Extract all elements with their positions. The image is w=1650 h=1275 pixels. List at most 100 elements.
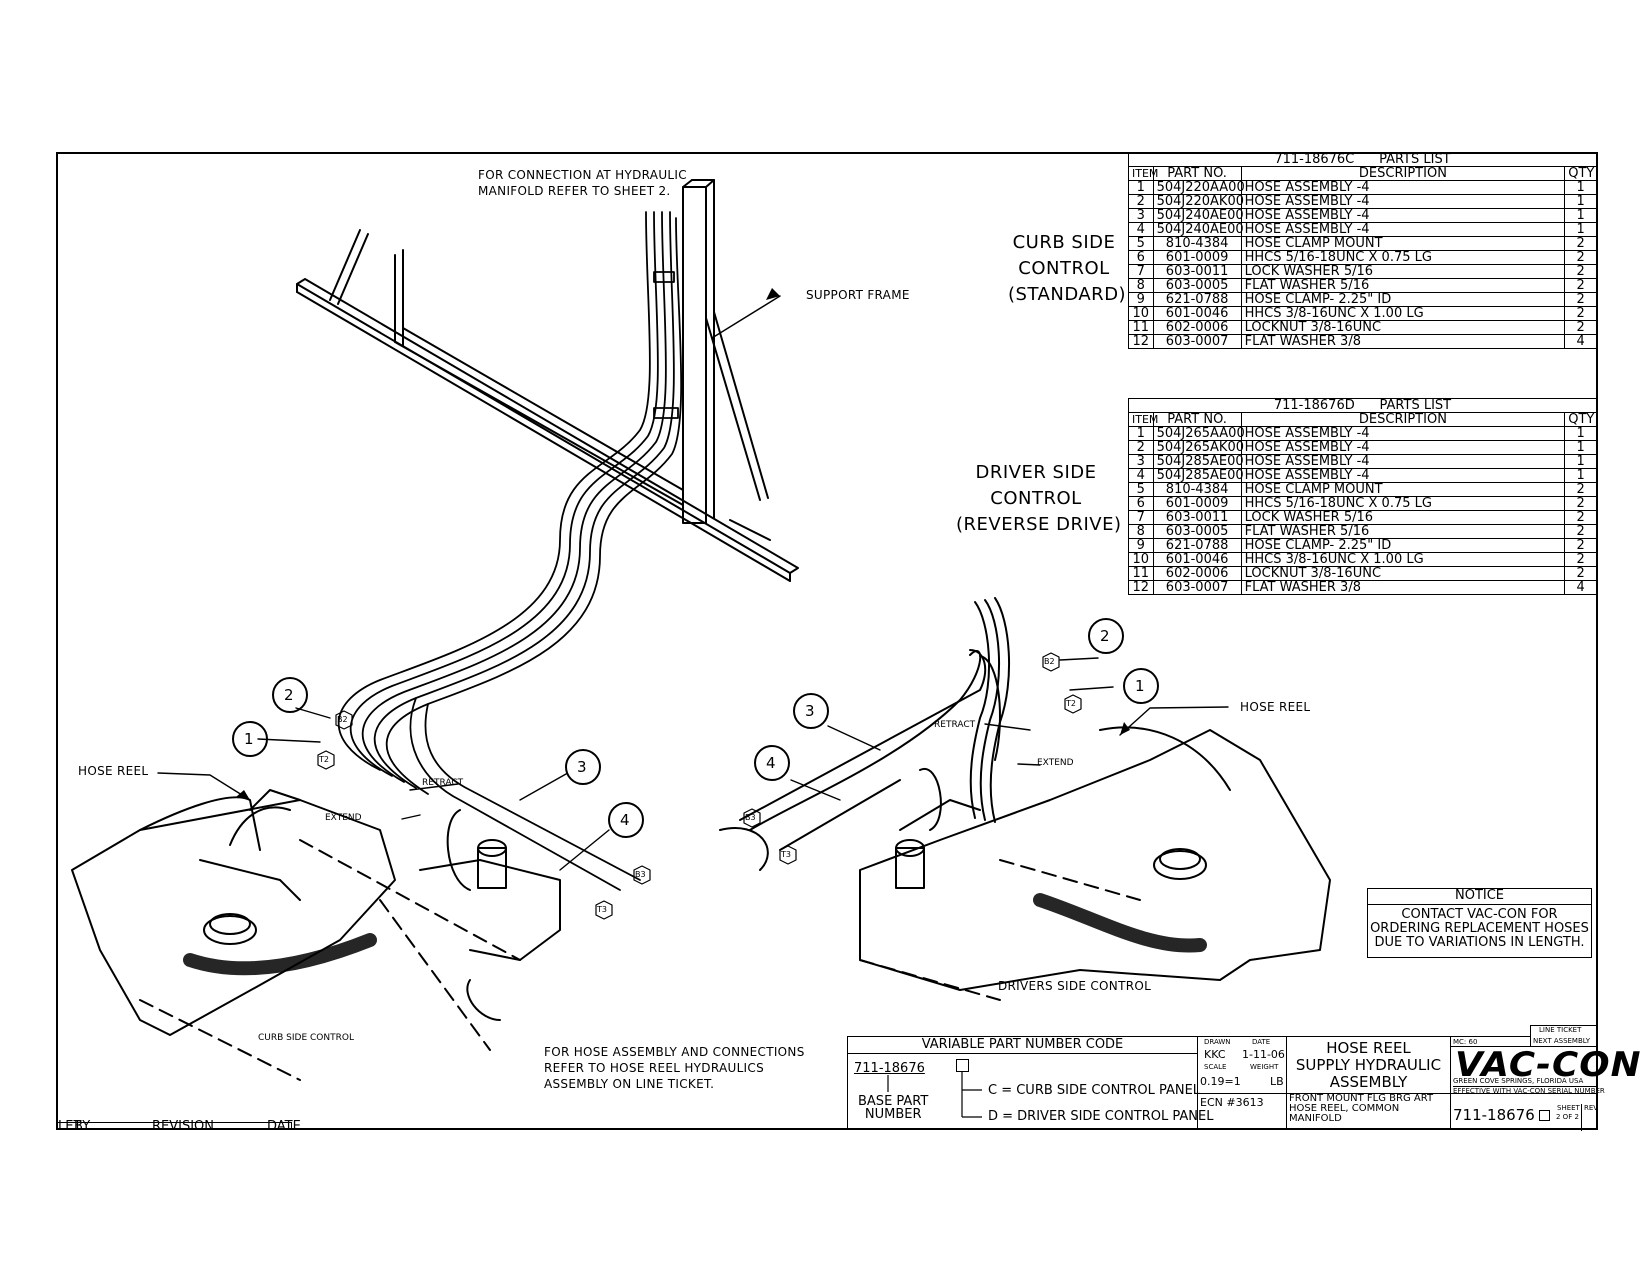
hose-assembly-note-line: FOR HOSE ASSEMBLY AND CONNECTIONS [544,1045,805,1059]
driver-label-line: (REVERSE DRIVE) [956,514,1122,535]
part-qty: 2 [1564,538,1597,553]
part-description: FLAT WASHER 5/16 [1240,278,1566,293]
notice-title: NOTICE [1368,889,1591,905]
notice-line: DUE TO VARIATIONS IN LENGTH. [1374,935,1585,950]
item-number: 10 [1128,306,1154,321]
curb-side-view-label: CURB SIDE CONTROL [258,1033,354,1043]
curb-side-control-label: CURB SIDE CONTROL (STANDARD) [1008,230,1126,308]
part-qty: 2 [1564,510,1597,525]
parts-list-title-text: PARTS LIST [1379,398,1452,413]
part-description: HHCS 3/8-16UNC X 1.00 LG [1240,306,1566,321]
base-part-number: 711-18676 [854,1061,925,1076]
parts-list-title-text: PARTS LIST [1379,152,1451,167]
hose-assembly-note-line: REFER TO HOSE REEL HYDRAULICS [544,1061,764,1075]
drawing-title-line: ASSEMBLY [1329,1073,1408,1091]
part-qty: 4 [1564,580,1597,595]
port-tag: B2 [337,715,348,724]
manifold-note: FOR CONNECTION AT HYDRAULIC MANIFOLD REF… [478,167,687,199]
item-number: 10 [1128,552,1154,567]
rev-revision: REVISION [152,1119,215,1134]
part-number: 810-4384 [1152,482,1242,497]
part-description: HOSE ASSEMBLY -4 [1240,426,1566,441]
retract-label-right: RETRACT [934,720,976,730]
header-description: DESCRIPTION [1240,166,1566,181]
part-qty: 4 [1564,334,1597,349]
part-qty: 2 [1564,236,1597,251]
title-block-number: 711-18676 SHEET 2 OF 2 REV [1450,1093,1598,1131]
port-tag: B3 [745,813,756,822]
part-description: LOCK WASHER 5/16 [1240,264,1566,279]
mc-label: MC: 60 [1453,1038,1478,1046]
title-block-logo: VAC-CON GREEN COVE SPRINGS, FLORIDA USA … [1450,1045,1640,1095]
item-number: 3 [1128,454,1154,469]
part-number: 603-0011 [1152,264,1242,279]
part-number: 603-0005 [1152,524,1242,539]
part-qty: 2 [1564,278,1597,293]
part-number: 504J240AE00 [1152,208,1244,223]
port-tag: T2 [1066,699,1076,708]
subtitle-line: HOSE REEL, COMMON [1289,1103,1400,1114]
part-number: 603-0011 [1152,510,1242,525]
drivers-side-assembly [719,597,1331,1001]
part-description: HOSE ASSEMBLY -4 [1240,222,1566,237]
part-qty: 2 [1564,306,1597,321]
header-qty: QTY [1564,166,1597,181]
item-number: 8 [1128,524,1154,539]
item-number: 4 [1128,468,1154,483]
part-number: 504J285AE00 [1152,468,1244,483]
part-description: HOSE CLAMP- 2.25" ID [1240,292,1566,307]
date-value: 1-11-06 [1242,1048,1285,1061]
port-tag: T2 [319,755,329,764]
item-number: 2 [1128,194,1154,209]
item-number: 7 [1128,264,1154,279]
variable-part-code-box: VARIABLE PART NUMBER CODE 711-18676 C = … [847,1036,1213,1130]
part-description: HHCS 5/16-18UNC X 0.75 LG [1240,496,1566,511]
item-number: 11 [1128,320,1154,335]
item-number: 12 [1128,580,1154,595]
part-qty: 1 [1564,440,1597,455]
parts-list-number: 711-18676C [1274,152,1355,167]
drivers-side-view-label: DRIVERS SIDE CONTROL [998,979,1152,993]
rev-let: LET [58,1119,82,1134]
port-tag: T3 [781,850,791,859]
sheet-label: SHEET [1557,1104,1580,1112]
rev-by: BY [74,1119,91,1134]
parts-list-title: 711-18676D PARTS LIST [1128,398,1597,413]
item-number: 1 [1128,426,1154,441]
item-number: 7 [1128,510,1154,525]
part-number: 504J240AE00 [1152,222,1244,237]
ecn-number: ECN #3613 [1200,1096,1264,1109]
part-qty: 2 [1564,524,1597,539]
part-description: LOCK WASHER 5/16 [1240,510,1566,525]
hose-bundle [337,211,683,891]
header-item: ITEM [1128,412,1158,427]
item-number: 4 [1128,222,1154,237]
part-description: HOSE ASSEMBLY -4 [1240,180,1566,195]
parts-list-header-row: ITEM PART NO. DESCRIPTION QTY [1128,166,1597,181]
part-qty: 2 [1564,496,1597,511]
drawing-title-line: SUPPLY HYDRAULIC [1295,1056,1442,1074]
drawing-border [56,152,1598,1130]
item-number: 9 [1128,538,1154,553]
item-number: 9 [1128,292,1154,307]
part-qty: 1 [1564,180,1597,195]
item-number: 2 [1128,440,1154,455]
item-number: 1 [1128,180,1154,195]
balloon-number: 4 [766,754,776,772]
part-qty: 2 [1564,264,1597,279]
scale-label: SCALE [1204,1063,1227,1071]
title-block-subtitle: FRONT MOUNT FLG BRG ART HOSE REEL, COMMO… [1286,1093,1451,1130]
weight-unit: LB [1270,1075,1284,1088]
